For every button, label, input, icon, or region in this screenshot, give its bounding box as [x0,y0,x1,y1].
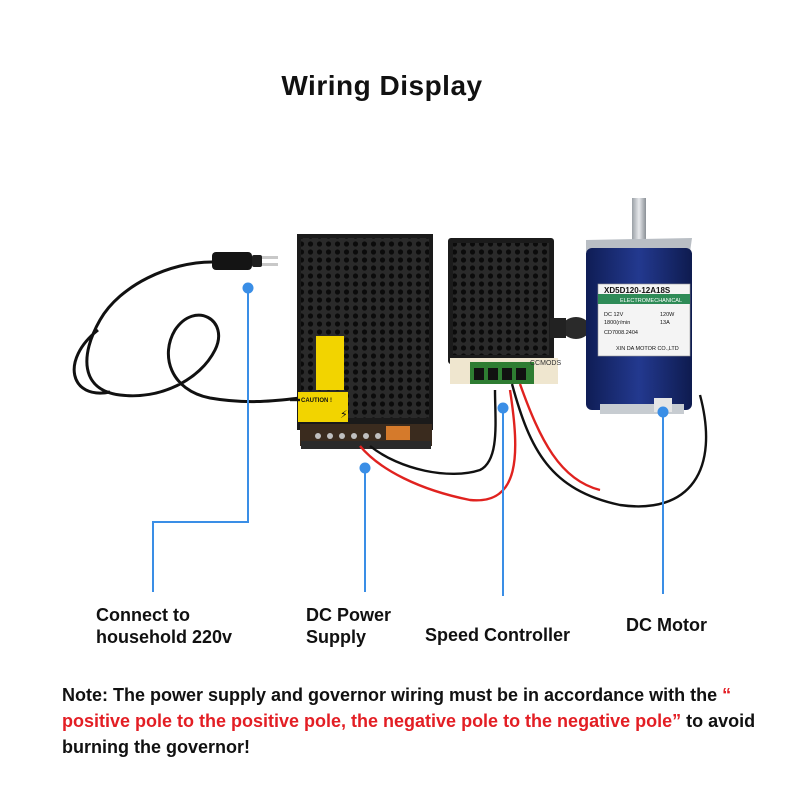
label-household: Connect to household 220v [96,604,296,648]
power-cord [72,260,301,404]
note-suffix: to avoid burning the governor! [62,711,756,757]
page-title: Wiring Display [281,70,483,101]
motor-current: 13A [660,320,670,326]
note-prefix: Note: The power supply and governor wiri… [62,685,723,705]
motor-speed: 1800(r/min [604,320,630,326]
label-dc-motor: DC Motor [626,615,707,635]
callouts [152,288,664,596]
callout-dot-psu [359,462,371,474]
speed-knob [562,317,590,339]
controller-brand: CCMODS [530,360,561,367]
wiring-note: Note: The power supply and governor wiri… [62,682,762,760]
label-psu-line1: DC Power [306,605,392,625]
callout-dot-controller [497,402,509,414]
black-wire-psu [369,389,497,476]
motor-company: XIN DA MOTOR CO.,LTD [616,346,679,352]
red-wire-motor [518,383,601,492]
plug-icon [212,252,278,270]
label-power-supply: DC Power Supply [306,604,436,648]
callout-dot-motor [657,406,669,418]
label-household-line2: household 220v [96,627,233,647]
motor-voltage: DC 12V [604,312,624,318]
red-wire-psu [359,389,517,502]
black-wire-motor [510,383,708,508]
callout-household [152,288,249,592]
dc-motor-unit: XD5D120-12A18S ELECTROMECHANICAL DC 12V … [586,198,692,414]
wiring [290,383,708,508]
power-supply-unit: CAUTION ! ⚡ [297,234,433,449]
motor-shaft [632,198,646,246]
motor-power: 120W [660,312,675,318]
motor-model: XD5D120-12A18S [604,286,671,295]
motor-maker: ELECTROMECHANICAL [620,298,682,304]
note-highlight: “ positive pole to the positive pole, th… [62,685,732,731]
label-speed-controller: Speed Controller [425,625,571,645]
label-psu-line2: Supply [306,627,367,647]
label-household-line1: Connect to [96,605,190,625]
caution-label: CAUTION ! [301,398,332,404]
callout-dot-household [242,282,254,294]
motor-code: CD7008.2404 [604,330,638,336]
speed-controller-unit: CCMODS [448,238,590,384]
lightning-icon: ⚡ [340,409,348,421]
